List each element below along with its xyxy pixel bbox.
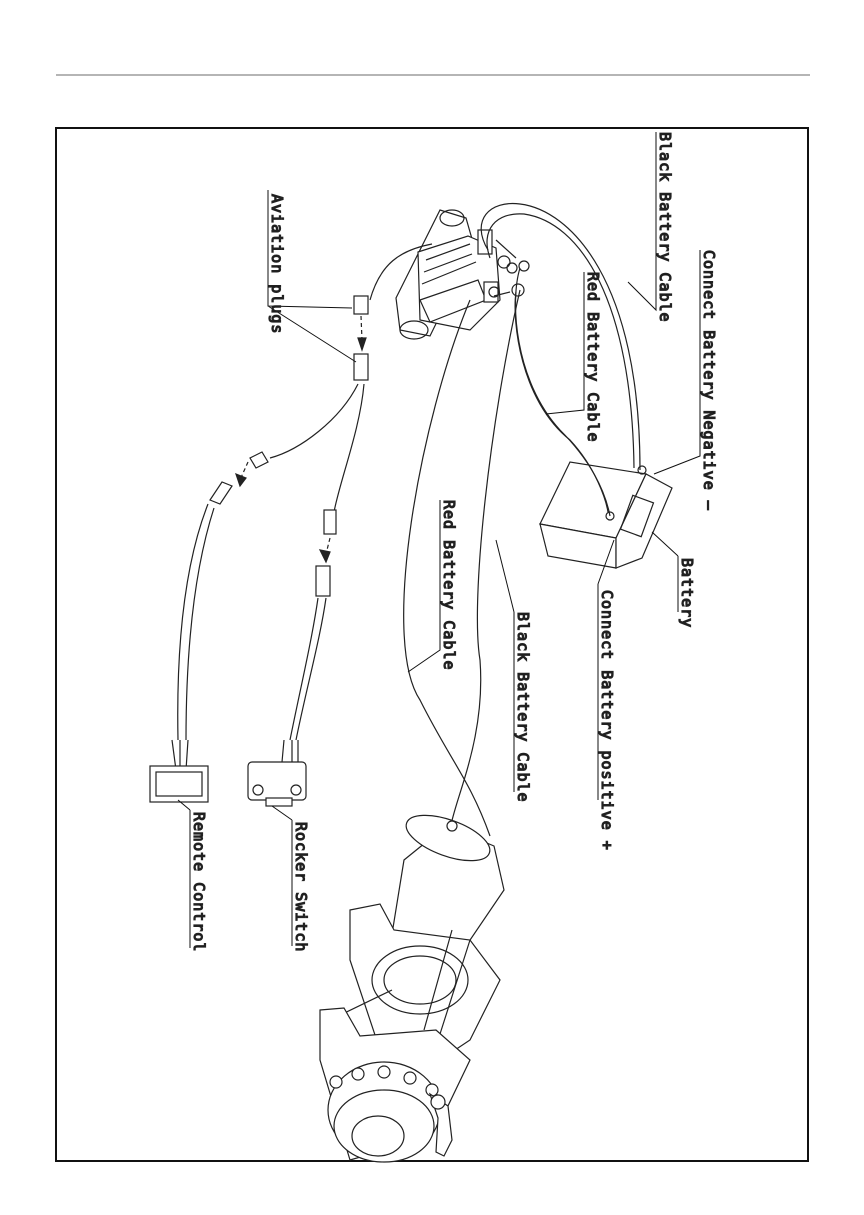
diagram-frame (55, 127, 809, 1162)
battery-cables-top (480, 202, 641, 517)
label-red-battery-cable-mid: Red Battery Cable (440, 500, 458, 671)
battery-box (539, 461, 673, 569)
label-connect-battery-positive: Connect Battery positive + (598, 590, 616, 851)
winch (319, 814, 505, 1163)
rocker-switch-cable (281, 597, 327, 763)
label-red-battery-cable-top: Red Battery Cable (584, 272, 602, 443)
leader-lines (177, 132, 701, 948)
label-rocker-switch: Rocker Switch (292, 822, 310, 952)
remote-control (149, 765, 209, 803)
label-black-battery-cable-top: Black Battery Cable (656, 132, 674, 323)
motor-cables (403, 289, 521, 837)
label-aviation-plugs: Aviation plugs (268, 194, 286, 334)
label-remote-control: Remote Control (190, 812, 208, 952)
header-rule (56, 74, 810, 76)
remote-control-cable (171, 503, 215, 771)
contactor-box (395, 209, 530, 340)
aviation-plug-wiring (209, 243, 433, 597)
rocker-switch (247, 761, 307, 807)
label-battery: Battery (678, 558, 696, 628)
label-black-battery-cable-mid: Black Battery Cable (514, 612, 532, 803)
label-connect-battery-negative: Connect Battery Negative – (700, 250, 718, 511)
